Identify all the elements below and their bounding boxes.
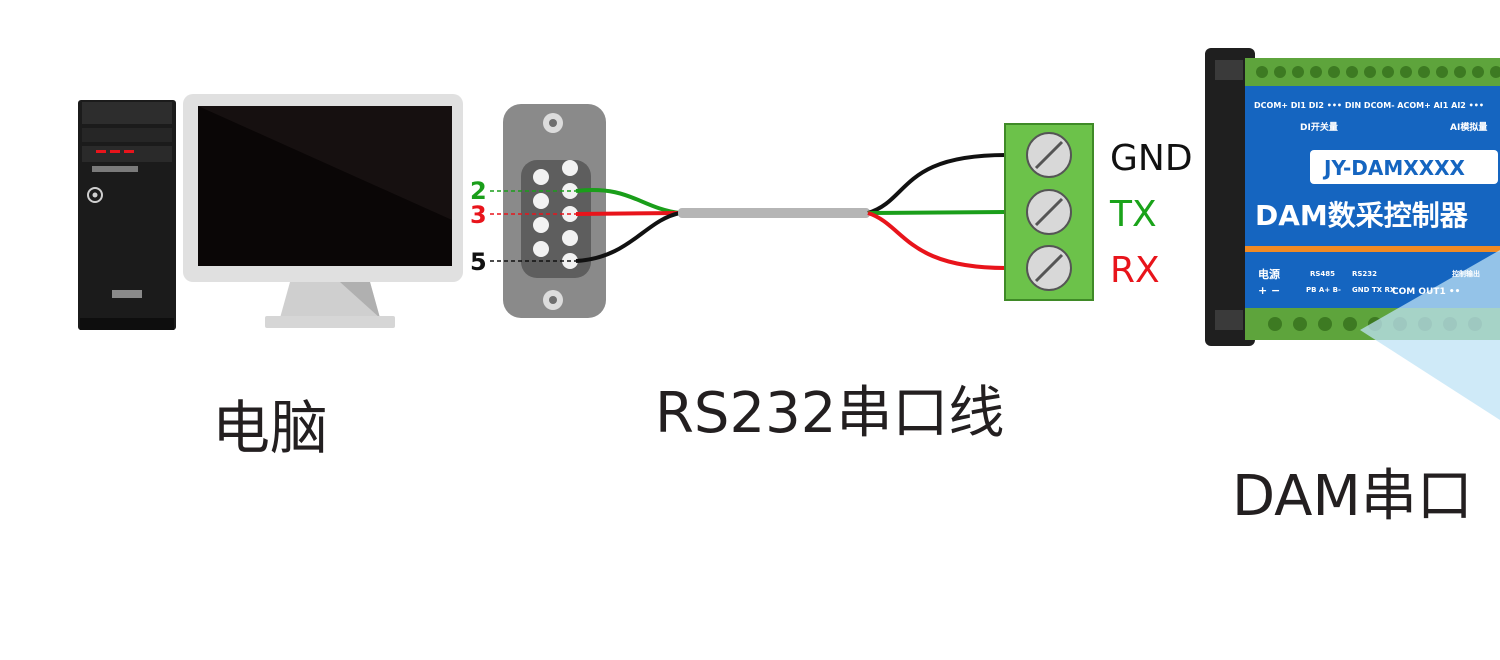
- device-control-label: 控制输出: [1452, 269, 1480, 278]
- terminal-rx-label: RX: [1110, 250, 1160, 291]
- db9-pin-2-label: 2: [470, 177, 487, 205]
- device-title: DAM数采控制器: [1255, 199, 1469, 232]
- device-group-di: DI开关量: [1300, 121, 1338, 133]
- device-group-ai: AI模拟量: [1450, 121, 1487, 133]
- device-power-pins: + −: [1258, 284, 1280, 297]
- monitor-icon: [183, 94, 463, 328]
- device-rs485-label: RS485: [1310, 270, 1335, 278]
- rs232-cable: [575, 153, 1007, 270]
- terminal-block: [1004, 123, 1094, 301]
- db9-pin-3-label: 3: [470, 201, 487, 229]
- device-rs232-pins: GND TX RX: [1352, 286, 1396, 294]
- computer-caption: 电脑: [212, 394, 328, 462]
- dam-controller-icon: [1205, 48, 1500, 420]
- device-rs232-label: RS232: [1352, 270, 1377, 278]
- cable-caption: RS232串口线: [655, 381, 1004, 446]
- terminal-tx-label: TX: [1109, 194, 1157, 235]
- device-model: JY-DAMXXXX: [1322, 156, 1466, 180]
- db9-connector-icon: [503, 104, 606, 318]
- device-top-labels: DCOM+ DI1 DI2 ••• DIN DCOM- ACOM+ AI1 AI…: [1254, 101, 1484, 110]
- terminal-gnd-label: GND: [1110, 138, 1193, 179]
- device-power-label: 电源: [1258, 267, 1280, 281]
- db9-pin-5-label: 5: [470, 248, 487, 276]
- pc-tower-icon: [78, 100, 176, 330]
- device-caption: DAM串口: [1232, 464, 1473, 529]
- device-rs485-pins: PB A+ B-: [1306, 286, 1341, 294]
- device-out-pins: COM OUT1 ••: [1392, 287, 1460, 297]
